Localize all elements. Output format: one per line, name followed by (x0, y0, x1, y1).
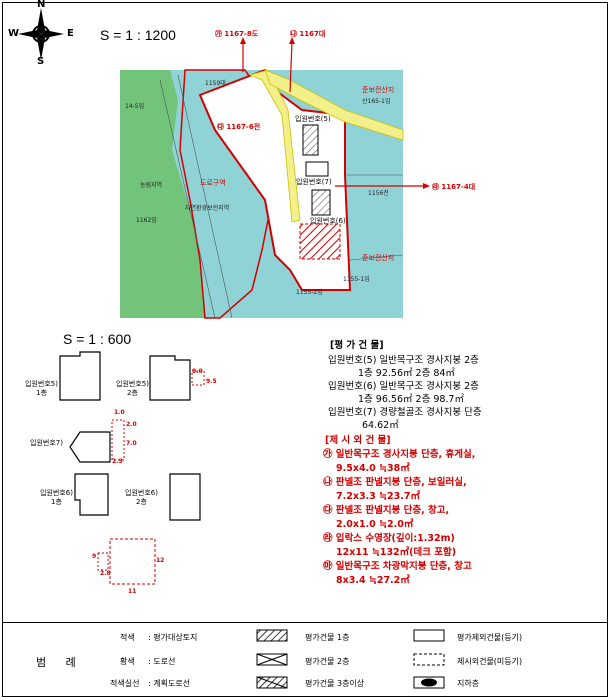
compass-south: S (37, 56, 45, 67)
legend-desc: : 평가대상토지 (148, 633, 198, 642)
excluded-line: ㉮ 일반목구조 경사지붕 단층, 휴게실, (323, 449, 476, 460)
dim-label: 12 (156, 557, 165, 564)
building-7 (305, 161, 329, 177)
eval-title: [평 가 건 물] (330, 340, 384, 351)
detail-label: 입원번호6)1층 (40, 489, 73, 506)
detail-label: 입원번호5)1층 (25, 380, 58, 397)
legend-right: 평가제외건물(등기) (457, 633, 523, 642)
excluded-line: ㉯ 판넬조 판넬지붕 단층, 보일러실, (323, 477, 467, 488)
arrow-top2 (289, 41, 293, 93)
dim-label: 1.0 (114, 409, 125, 416)
lot-label: 산165-1임 (362, 98, 391, 105)
excluded-line: 2.0x1.0 ≒2.0㎡ (336, 519, 414, 530)
legend-swatches-right (413, 629, 445, 689)
lot-label: 1156전 (368, 190, 389, 197)
detail-label: 입원번호5)2층 (116, 380, 149, 397)
legend-mid: 평가건물 3층이상 (305, 679, 365, 688)
excluded-line: ㉱ 입락스 수영장(깊이:1.32m) (323, 533, 455, 544)
scale-main: S = 1 : 1200 (100, 27, 176, 43)
legend-right: 제시외건물(미등기) (457, 657, 523, 666)
forest-zone (120, 70, 215, 318)
lot-label: 1162임 (136, 217, 157, 224)
dim-label: 2.3 (112, 458, 123, 465)
eval-line: 입원번호(7) 경량철골조 경사지붕 단층 (328, 407, 482, 418)
legend-mid: 평가건물 1층 (305, 633, 350, 642)
legend-color: 적색실선 (110, 679, 140, 688)
lot-label: 1155-1임 (343, 276, 370, 283)
legend-desc: : 도로선 (148, 657, 176, 666)
scale-sub: S = 1 : 600 (63, 331, 132, 347)
compass-north: N (37, 0, 46, 10)
dim-label: 2.0 (126, 421, 137, 428)
legend-divider (2, 622, 608, 623)
legend-swatches-mid (256, 629, 288, 689)
eval-line: 1층 92.56㎡ 2층 84㎡ (358, 368, 455, 379)
dim-label: 2.8 (100, 570, 111, 577)
compass-icon (18, 8, 64, 60)
road-zone-label: 도로구역 (200, 179, 226, 187)
label-right: ㉱ 1167-4대 (432, 183, 476, 191)
dim-label: 9.5 (206, 378, 217, 385)
eval-line: 64.62㎡ (362, 420, 399, 431)
eval-line: 입원번호(6) 일반목구조 경사지붕 2층 (328, 381, 479, 392)
label-top1: ㉮ 1167-8도 (215, 30, 259, 38)
compass-west: W (8, 28, 20, 39)
eval-line: 1층 96.56㎡ 2층 98.7㎡ (358, 394, 464, 405)
dim-label: 9.0 (192, 368, 203, 375)
bld-tag: 입원번호(6) (310, 217, 346, 225)
mountain-label: 준보전산지 (362, 254, 395, 262)
legend-right: 지하층 (457, 679, 480, 688)
legend-mid: 평가건물 2층 (305, 657, 350, 666)
excluded-line: 9.5x4.0 ≒38㎡ (336, 463, 410, 474)
label-top2: ㉯ 1167대 (290, 30, 326, 38)
excluded-line: ㉲ 일반목구조 차광막지붕 단층, 창고 (323, 561, 472, 572)
excluded-line: 12x11 ≒132㎡(데크 포함) (336, 547, 457, 558)
bld-tag: 입원번호(7) (296, 178, 332, 186)
mountain-label: 준보전산지 (362, 86, 395, 94)
legend-color: 적색 (120, 633, 135, 642)
lot-label: 14-5임 (125, 103, 145, 110)
excluded-line: ㉰ 판넬조 판넬지붕 단층, 창고, (323, 505, 450, 516)
label-center: ㉰ 1167-6전 (217, 123, 261, 131)
detail-drawings (59, 351, 205, 585)
pool-structure (299, 223, 341, 260)
excluded-line: 7.2x3.3 ≒23.7㎡ (336, 491, 420, 502)
eval-line: 입원번호(5) 일반목구조 경사지붕 2층 (328, 355, 479, 366)
dim-label: 11 (128, 588, 137, 595)
lot-label: 1159대 (205, 80, 226, 87)
excluded-line: 8x3.4 ≒27.2㎡ (336, 575, 410, 586)
lot-label: 1155-2임 (296, 289, 323, 296)
cadastral-map (120, 37, 430, 319)
zone-label: 자연환경보전지역 (185, 205, 230, 212)
detail-label: 입원번호6)2층 (125, 489, 158, 506)
excluded-title: [제 시 외 건 물] (325, 435, 391, 446)
dim-label: 9 (92, 553, 97, 560)
detail-label: 입원번호7) (30, 439, 63, 447)
bld-tag: 입원번호(5) (295, 115, 331, 123)
road-strip-top (264, 69, 404, 141)
compass-rose: N S W E (8, 0, 74, 67)
legend-heading: 범 례 (36, 656, 84, 669)
zone-label: 농림지역 (140, 182, 163, 189)
legend-desc: : 계획도로선 (148, 679, 191, 688)
legend-color: 황색 (120, 657, 135, 666)
dim-label: 7.0 (126, 440, 137, 447)
compass-east: E (67, 28, 74, 39)
